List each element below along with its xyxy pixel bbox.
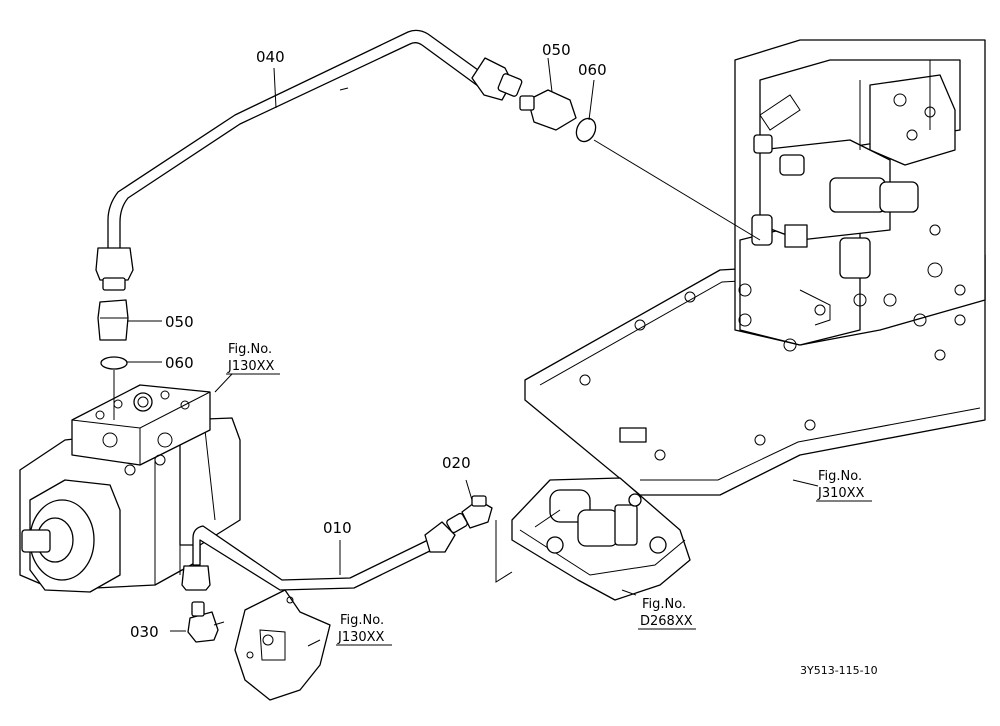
hydraulic-pump [19, 384, 241, 593]
ref-cover-line1: Fig.No. [340, 613, 384, 628]
label-060-top: 060 [578, 61, 607, 79]
leader-lines [113, 57, 819, 647]
elbow-030 [187, 601, 225, 643]
ref-pump[interactable]: Fig.No. J130XX [226, 342, 280, 375]
ref-valve[interactable]: Fig.No. D268XX [638, 597, 696, 630]
adaptor-050-left [97, 299, 129, 341]
adaptor-050-top [519, 89, 577, 131]
drawing-code: 3Y513-115-10 [800, 664, 878, 677]
label-030: 030 [130, 623, 159, 641]
ref-pump-line2: J130XX [227, 359, 275, 374]
label-050-left: 050 [165, 313, 194, 331]
pipe-010-nut-right [424, 512, 468, 553]
cover-plate [234, 589, 331, 701]
ref-cover[interactable]: Fig.No. J130XX [336, 613, 392, 646]
ref-valve-line2: D268XX [640, 614, 693, 629]
ref-valve-line1: Fig.No. [642, 597, 686, 612]
ref-cover-line2: J130XX [337, 630, 385, 645]
label-020: 020 [442, 454, 471, 472]
pipe-040 [107, 29, 487, 251]
pipe-010-nut-left [181, 565, 211, 591]
label-060-left: 060 [165, 354, 194, 372]
label-040: 040 [256, 48, 285, 66]
o-ring-060-top [575, 117, 597, 143]
transmission-housing [524, 39, 986, 496]
pipe-040-nut-bottom [95, 247, 134, 291]
ref-housing[interactable]: Fig.No. J310XX [816, 469, 872, 502]
ref-housing-line2: J310XX [817, 486, 865, 501]
pipe-040-nut-top [471, 57, 523, 101]
pipe-010 [192, 525, 437, 591]
label-010: 010 [323, 519, 352, 537]
ref-pump-line1: Fig.No. [228, 342, 272, 357]
connector-020 [461, 495, 493, 529]
label-050-top: 050 [542, 41, 571, 59]
o-ring-060-left [100, 356, 128, 370]
control-valve [511, 477, 691, 601]
ref-housing-line1: Fig.No. [818, 469, 862, 484]
